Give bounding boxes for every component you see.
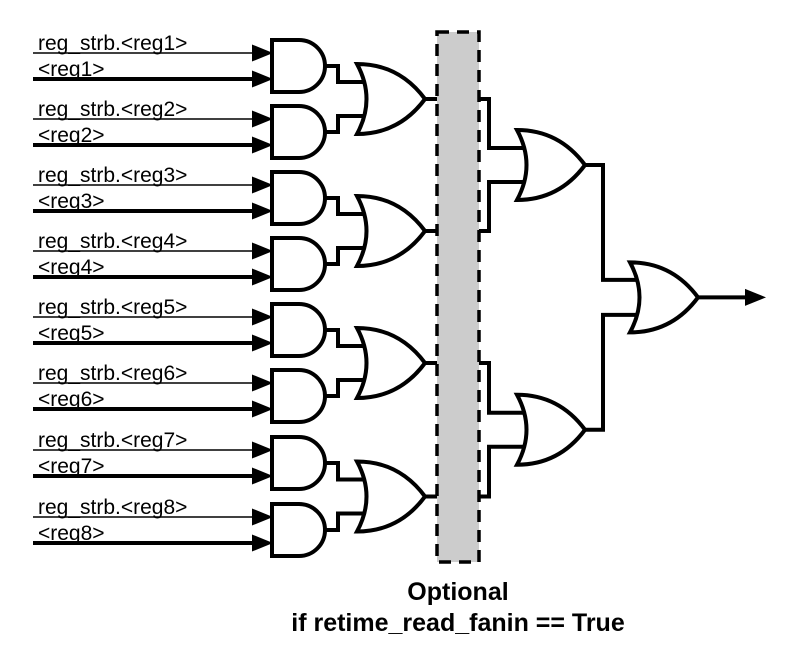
and-to-or1-wire [322, 378, 372, 398]
or-gate-level2 [513, 127, 588, 203]
or-gate-level1 [353, 325, 428, 401]
input-arrowhead [252, 534, 273, 552]
or-gate-level1 [353, 193, 428, 269]
input-label-value: <reg8> [38, 522, 105, 545]
input-label-strobe: reg_strb.<reg8> [38, 496, 187, 519]
or-gate-level2 [513, 392, 588, 467]
or-gate-level1 [353, 61, 428, 137]
and-to-or1-wire [322, 196, 372, 216]
caption-line1: Optional [407, 578, 508, 606]
or-gate-final [626, 260, 701, 335]
and-to-or1-wire [322, 64, 372, 84]
input-label-strobe: reg_strb.<reg6> [38, 362, 187, 385]
input-label-value: <reg2> [38, 124, 105, 147]
or2-to-final-wire [583, 163, 644, 282]
input-label-strobe: reg_strb.<reg3> [38, 164, 187, 187]
and-gate [270, 502, 327, 558]
and-gate [270, 368, 327, 424]
input-label-strobe: reg_strb.<reg4> [38, 230, 187, 253]
input-arrowhead [252, 70, 273, 88]
and-to-or1-wire [322, 511, 372, 532]
input-label-value: <reg1> [38, 58, 105, 81]
input-label-value: <reg7> [38, 455, 105, 478]
output-arrowhead [745, 288, 766, 306]
or2-to-final-wire [583, 312, 644, 432]
input-arrowhead [252, 110, 273, 128]
labels-layer: reg_strb.<reg1> <reg1> reg_strb.<reg2> <reg… [38, 32, 187, 545]
and-gate [270, 236, 327, 292]
input-arrowhead [252, 374, 273, 392]
input-arrowhead [252, 400, 273, 418]
and-gate [270, 170, 327, 226]
input-arrowhead [252, 242, 273, 260]
input-arrowhead [252, 44, 273, 62]
wires-layer [33, 44, 766, 552]
input-arrowhead [252, 308, 273, 326]
caption-group: Optional if retime_read_fanin == True [291, 578, 625, 637]
and-gate [270, 302, 327, 358]
input-label-value: <reg5> [38, 322, 105, 345]
input-label-value: <reg4> [38, 256, 105, 279]
and-gate [270, 38, 327, 94]
gates-layer [270, 38, 701, 558]
input-label-strobe: reg_strb.<reg5> [38, 296, 187, 319]
and-gate [270, 435, 327, 491]
input-arrowhead [252, 334, 273, 352]
or-gate-level1 [353, 459, 428, 534]
input-arrowhead [252, 467, 273, 485]
and-to-or1-wire [322, 328, 372, 348]
optional-region-box [435, 30, 481, 564]
and-to-or1-wire [322, 461, 372, 482]
input-arrowhead [252, 508, 273, 526]
and-gate [270, 104, 327, 160]
input-label-strobe: reg_strb.<reg7> [38, 429, 187, 452]
input-label-value: <reg3> [38, 190, 105, 213]
input-label-strobe: reg_strb.<reg1> [38, 32, 187, 55]
and-to-or1-wire [322, 114, 372, 134]
input-arrowhead [252, 441, 273, 459]
input-label-strobe: reg_strb.<reg2> [38, 98, 187, 121]
input-arrowhead [252, 136, 273, 154]
input-arrowhead [252, 268, 273, 286]
input-label-value: <reg6> [38, 388, 105, 411]
input-arrowhead [252, 202, 273, 220]
input-arrowhead [252, 176, 273, 194]
and-to-or1-wire [322, 246, 372, 266]
caption-line2: if retime_read_fanin == True [291, 609, 625, 637]
